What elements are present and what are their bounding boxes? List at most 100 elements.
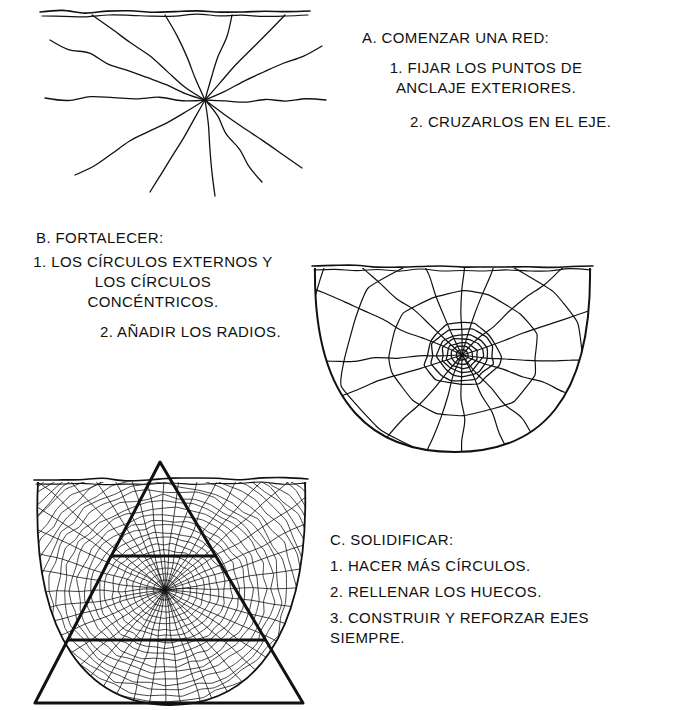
- web-ring: [0, 398, 383, 710]
- web-radius: [0, 393, 165, 590]
- anchor-edge: [314, 269, 591, 272]
- web-thread: [205, 46, 322, 100]
- step-label: 1. FIJAR LOS PUNTOS DE ANCLAJE EXTERIORE…: [366, 58, 606, 98]
- web-thread: [205, 100, 215, 196]
- web-ring: [91, 525, 240, 655]
- web-radius: [165, 590, 269, 710]
- web-ring: [10, 451, 320, 710]
- web-radius: [165, 590, 302, 710]
- anchor-edge: [312, 265, 593, 267]
- web-ring: [160, 586, 169, 594]
- web-thread: [205, 15, 232, 100]
- web-thread: [205, 100, 262, 182]
- web-radius: [462, 355, 682, 440]
- web-ring: [431, 329, 493, 381]
- web-radius: [462, 183, 657, 355]
- step-label: 2. CRUZARLOS EN EL EJE.: [410, 112, 672, 132]
- web-thread: [205, 15, 285, 100]
- web-ring: [424, 322, 501, 384]
- web-ring: [118, 550, 210, 631]
- web-radius: [0, 449, 165, 590]
- web-ring: [436, 335, 487, 377]
- web-ring: [0, 404, 382, 710]
- web-ring: [0, 422, 356, 710]
- web-ring: [30, 470, 302, 709]
- axis-triangle: [35, 462, 303, 703]
- web-thread: [205, 99, 326, 102]
- web-ring: [49, 490, 282, 690]
- step-label: 1. LOS CÍRCULOS EXTERNOS Y LOS CÍRCULOS …: [28, 252, 278, 312]
- web-ring: [246, 167, 682, 529]
- web-radius: [462, 355, 637, 547]
- step-label: 3. CONSTRUIR Y REFORZAR EJES SIEMPRE.: [330, 608, 650, 648]
- web-ring: [442, 339, 483, 373]
- web-thread: [75, 100, 205, 175]
- web-ring: [0, 442, 335, 710]
- web-radius: [462, 110, 548, 355]
- web-ring: [0, 412, 372, 710]
- web-ring: [133, 561, 197, 618]
- step-label: B. FORTALECER:: [36, 228, 296, 248]
- web-ring: [22, 465, 306, 710]
- web-radius: [461, 355, 466, 615]
- web-strengthen: [202, 95, 682, 615]
- web-radius: [24, 590, 165, 710]
- step-label: C. SOLIDIFICAR:: [330, 530, 630, 550]
- web-ring: [0, 391, 395, 710]
- web-radius: [290, 355, 462, 550]
- web-radius: [165, 332, 197, 590]
- web-ring: [456, 350, 468, 360]
- step-label: 2. RELLENAR LOS HUECOS.: [330, 582, 670, 602]
- step-label: 1. HACER MÁS CÍRCULOS.: [330, 556, 670, 576]
- web-ring: [69, 507, 259, 673]
- web-radius: [269, 181, 462, 355]
- web-radius: [165, 590, 242, 710]
- web-radius: [462, 270, 682, 355]
- anchor-edge: [42, 14, 308, 17]
- web-ring: [1, 447, 332, 710]
- web-radius: [0, 590, 165, 696]
- web-radius: [361, 115, 462, 355]
- web-thread: [205, 100, 302, 168]
- web-ring: [153, 580, 176, 600]
- web-ring: [0, 430, 352, 710]
- web-ring: [41, 482, 286, 696]
- web-ring: [14, 458, 315, 710]
- web-ring: [146, 574, 183, 607]
- web-radius: [54, 590, 165, 710]
- web-radius: [461, 95, 466, 355]
- web-thread: [45, 97, 205, 101]
- web-thread: [50, 40, 205, 100]
- web-start: [40, 10, 326, 196]
- web-radius: [462, 355, 577, 588]
- web-ring: [0, 439, 343, 710]
- web-radius: [0, 516, 165, 590]
- web-ring: [0, 392, 396, 710]
- web-ring: [451, 346, 472, 364]
- step-label: A. COMENZAR UNA RED:: [362, 28, 662, 48]
- web-thread: [150, 100, 205, 192]
- web-ring: [446, 343, 477, 369]
- web-ring: [77, 515, 254, 667]
- web-frame: [315, 268, 590, 452]
- web-ring: [125, 555, 204, 623]
- web-radius: [202, 355, 462, 366]
- web-ring: [56, 494, 275, 685]
- web-ring: [299, 220, 627, 490]
- web-radius: [161, 330, 165, 590]
- axis-bar: [111, 555, 216, 558]
- web-ring: [0, 417, 361, 710]
- web-radius: [165, 590, 201, 710]
- web-ring: [140, 568, 191, 612]
- web-radius: [462, 355, 682, 370]
- web-radius: [93, 340, 165, 590]
- web-radius: [164, 590, 167, 710]
- web-solidify: [0, 330, 427, 710]
- axis-bar: [68, 639, 266, 642]
- web-thread: [92, 15, 205, 100]
- web-frame: [37, 482, 305, 705]
- web-ring: [389, 291, 537, 416]
